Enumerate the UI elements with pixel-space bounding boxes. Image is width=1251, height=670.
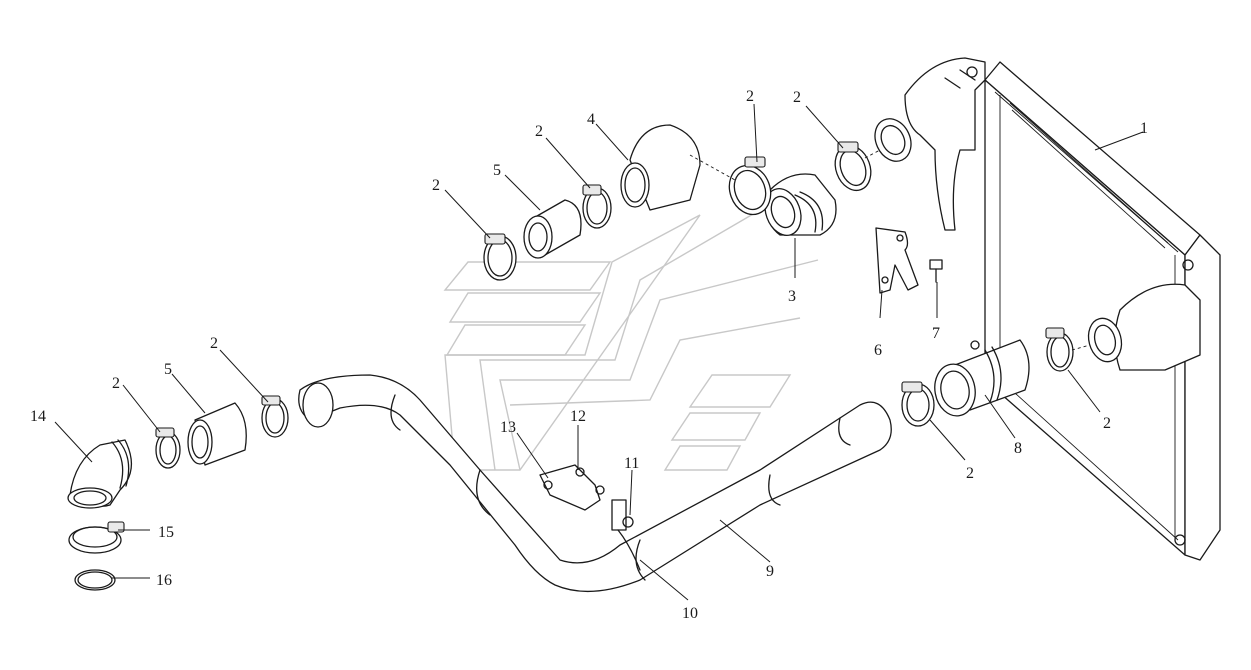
- hose-clamp-lower-mid: [901, 381, 935, 427]
- upper-corrugated-connector: [764, 173, 837, 278]
- intercooler-upper-spigot: [874, 118, 912, 162]
- lower-straight-hose: [187, 402, 247, 466]
- hose-clamp-upper-left: [483, 233, 517, 281]
- callout-1: 1: [1140, 120, 1148, 137]
- bolt: [929, 259, 943, 283]
- hose-clamp-upper-3: [728, 156, 772, 216]
- upper-straight-hose: [523, 199, 582, 259]
- callout-13: 13: [500, 419, 516, 436]
- callout-2: 2: [535, 123, 543, 140]
- upper-bent-hose: [620, 124, 701, 211]
- watermark-logo: [443, 209, 819, 471]
- hose-clamp-lower-right: [1045, 327, 1074, 372]
- callout-14: 14: [30, 408, 46, 425]
- large-clamp-ring: [68, 521, 125, 554]
- leader-lines: [54, 103, 1144, 601]
- callout-9: 9: [766, 563, 774, 580]
- callout-labels: 1 2 2 2 2 2 2 2 2 2 3 4 5 5 6 7 8 9 10 1…: [30, 88, 1148, 622]
- pipe-clip: [611, 499, 641, 571]
- o-ring: [74, 569, 116, 591]
- callout-5: 5: [493, 162, 501, 179]
- main-charge-air-pipe: [298, 374, 892, 593]
- callout-10: 10: [682, 605, 698, 622]
- hose-clamp-upper-4: [834, 141, 872, 192]
- intercooler: [904, 57, 1221, 561]
- elbow-pipe: [67, 439, 132, 509]
- hose-clamp-lower-left-a: [261, 395, 289, 438]
- callout-6: 6: [874, 342, 882, 359]
- hose-clamp-upper-mid: [582, 184, 612, 229]
- callout-2: 2: [112, 375, 120, 392]
- callout-8: 8: [1014, 440, 1022, 457]
- callout-7: 7: [932, 325, 940, 342]
- pipe-support-bracket: [539, 464, 605, 511]
- callout-3: 3: [788, 288, 796, 305]
- callout-4: 4: [587, 111, 595, 128]
- callout-2: 2: [966, 465, 974, 482]
- mounting-bracket: [875, 227, 919, 294]
- callout-2: 2: [210, 335, 218, 352]
- callout-15: 15: [158, 524, 174, 541]
- lower-connector-hose: [934, 339, 1030, 417]
- callout-5: 5: [164, 361, 172, 378]
- callout-16: 16: [156, 572, 172, 589]
- assembly-centerlines: [689, 149, 1091, 351]
- callout-2: 2: [746, 88, 754, 105]
- hose-clamp-lower-left-b: [155, 427, 181, 469]
- intercooler-lower-spigot: [1087, 317, 1123, 363]
- callout-12: 12: [570, 408, 586, 425]
- callout-2: 2: [1103, 415, 1111, 432]
- callout-2: 2: [793, 89, 801, 106]
- callout-2: 2: [432, 177, 440, 194]
- callout-11: 11: [624, 455, 639, 472]
